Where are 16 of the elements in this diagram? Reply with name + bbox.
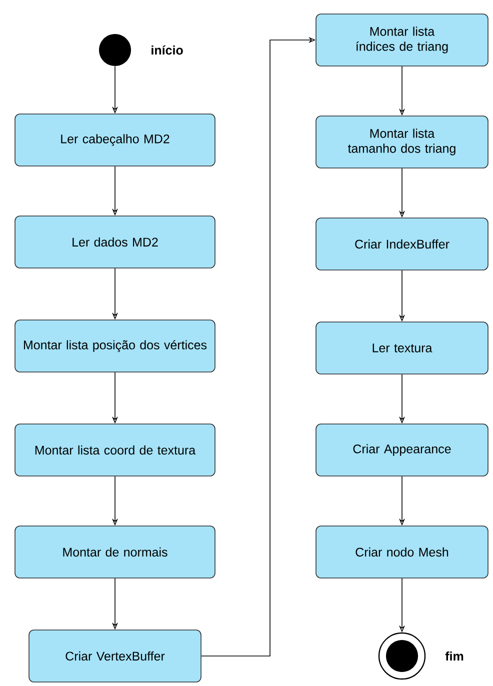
process-box: Criar Appearance xyxy=(316,424,488,476)
process-box: Criar VertexBuffer xyxy=(28,630,202,682)
process-box: Montar lista posição dos vértices xyxy=(14,320,216,372)
node-caption: início xyxy=(152,45,183,55)
process-box: Montar de normais xyxy=(14,526,216,578)
process-box: Ler textura xyxy=(316,322,488,374)
process-box: Criar nodo Mesh xyxy=(316,526,488,578)
start-circle xyxy=(99,34,131,66)
process-box: Ler cabeçalho MD2 xyxy=(14,114,216,166)
process-box: Montar lista coord de textura xyxy=(14,424,216,476)
end-circle xyxy=(378,632,426,680)
process-box: Montar lista tamanho dos triang xyxy=(316,116,488,168)
node-caption: fim xyxy=(445,651,464,661)
process-box: Montar lista índices de triang xyxy=(316,14,488,66)
process-box: Ler dados MD2 xyxy=(14,216,216,268)
process-box: Criar IndexBuffer xyxy=(316,218,488,270)
